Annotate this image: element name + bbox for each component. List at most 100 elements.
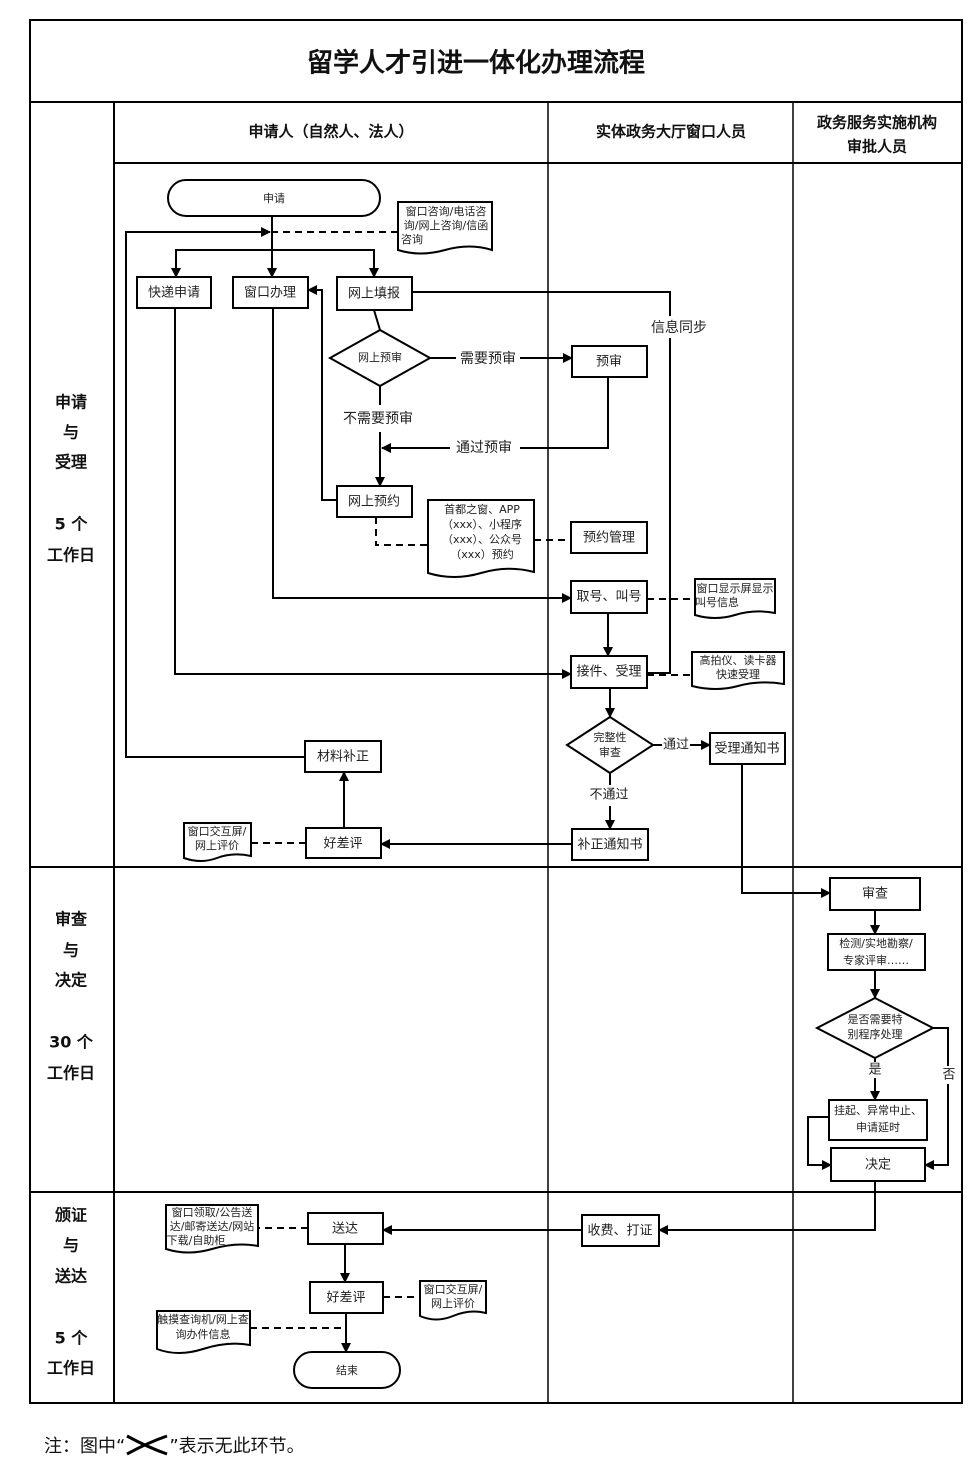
node-review: 审查 [829, 877, 921, 911]
svg-text:网上评价: 网上评价 [431, 1297, 475, 1310]
svg-text:叫号信息: 叫号信息 [695, 595, 739, 609]
svg-text:检测/实地勘察/: 检测/实地勘察/ [839, 936, 913, 950]
svg-text:网上预约: 网上预约 [348, 495, 400, 510]
svg-text:首都之窗、APP: 首都之窗、APP [444, 502, 520, 516]
node-deliver: 送达 [307, 1212, 384, 1245]
svg-text:送达: 送达 [54, 1267, 87, 1286]
svg-text:窗口办理: 窗口办理 [244, 285, 296, 301]
doc-scanner: 高拍仪、读卡器 快速受理 [691, 651, 785, 690]
svg-text:受理: 受理 [55, 453, 87, 472]
svg-text:窗口交互屏/: 窗口交互屏/ [188, 824, 247, 838]
node-end: 结束 [293, 1351, 401, 1389]
doc-display-screen: 窗口显示屏显示 叫号信息 [694, 578, 776, 619]
footnote-suffix: ”表示无此环节。 [169, 1436, 305, 1457]
node-correction-notice: 补正通知书 [571, 828, 649, 861]
footnote-prefix: 注：图中“ [44, 1436, 126, 1457]
svg-text:补正通知书: 补正通知书 [577, 837, 642, 853]
cross-icon [126, 1434, 168, 1456]
svg-text:工作日: 工作日 [47, 546, 95, 565]
svg-text:挂起、异常中止、: 挂起、异常中止、 [834, 1103, 922, 1117]
svg-text:30 个: 30 个 [49, 1033, 94, 1052]
svg-text:完整性: 完整性 [594, 730, 627, 744]
label-yes: 是 [868, 1063, 881, 1078]
svg-text:询/网上咨询/信函: 询/网上咨询/信函 [404, 218, 488, 232]
label-fail: 不通过 [589, 788, 628, 803]
node-suspend: 挂起、异常中止、 申请延时 [828, 1099, 928, 1141]
svg-text:窗口领取/公告送: 窗口领取/公告送 [172, 1205, 253, 1219]
node-fee: 收费、打证 [581, 1214, 660, 1247]
svg-text:与: 与 [63, 423, 79, 442]
svg-text:5 个: 5 个 [55, 1329, 89, 1348]
doc-consult: 窗口咨询/电话咨 询/网上咨询/信函 咨询 [397, 201, 493, 255]
svg-text:高拍仪、读卡器: 高拍仪、读卡器 [700, 653, 777, 667]
phase-label-apply: 申请 与 受理 5 个 工作日 [47, 393, 95, 565]
node-precheck: 预审 [571, 345, 648, 378]
node-material-fix: 材料补正 [304, 740, 382, 773]
label-need-precheck: 需要预审 [460, 351, 516, 367]
svg-text:窗口咨询/电话咨: 窗口咨询/电话咨 [406, 204, 487, 218]
svg-text:快速受理: 快速受理 [716, 668, 760, 681]
svg-text:网上预审: 网上预审 [358, 350, 402, 364]
lane-header-window-staff: 实体政务大厅窗口人员 [596, 123, 746, 141]
svg-text:专家评审……: 专家评审…… [843, 953, 909, 967]
svg-text:审查: 审查 [55, 910, 87, 929]
decision-completeness: 完整性 审查 [565, 715, 655, 775]
svg-text:结束: 结束 [336, 1364, 358, 1377]
node-apply: 申请 [167, 179, 381, 217]
node-rating-1: 好差评 [305, 827, 382, 859]
svg-text:受理通知书: 受理通知书 [714, 741, 779, 757]
svg-text:工作日: 工作日 [47, 1359, 95, 1378]
svg-text:送达: 送达 [332, 1222, 358, 1237]
label-no: 否 [942, 1068, 955, 1083]
label-no-precheck: 不需要预审 [343, 411, 413, 427]
svg-text:别程序处理: 别程序处理 [848, 1027, 903, 1041]
svg-text:申请: 申请 [55, 393, 87, 412]
doc-delivery-methods: 窗口领取/公告送 达/邮寄送达/网站 下载/自助柜 [165, 1204, 259, 1254]
node-booking-mgmt: 预约管理 [570, 521, 648, 554]
svg-text:颁证: 颁证 [55, 1206, 87, 1225]
svg-text:决定: 决定 [865, 1158, 891, 1173]
svg-text:收费、打证: 收费、打证 [587, 1224, 652, 1239]
svg-text:与: 与 [63, 1236, 79, 1255]
phase-label-review: 审查 与 决定 30 个 工作日 [47, 910, 95, 1083]
svg-text:快递申请: 快递申请 [148, 286, 200, 301]
label-info-sync: 信息同步 [651, 319, 707, 336]
svg-text:预审: 预审 [596, 355, 622, 370]
svg-text:材料补正: 材料补正 [317, 750, 369, 765]
svg-text:接件、受理: 接件、受理 [576, 664, 641, 680]
svg-text:触摸查询机/网上查: 触摸查询机/网上查 [157, 1312, 249, 1326]
svg-text:网上评价: 网上评价 [195, 839, 239, 852]
svg-text:（xxx）、公众号: （xxx）、公众号 [442, 533, 522, 546]
svg-text:（xxx）、小程序: （xxx）、小程序 [442, 517, 522, 531]
node-take-number: 取号、叫号 [570, 580, 648, 614]
svg-text:5 个: 5 个 [55, 515, 89, 534]
doc-rating-screen-2: 窗口交互屏/ 网上评价 [419, 1280, 487, 1321]
label-pass: 通过 [663, 738, 689, 753]
svg-text:好差评: 好差评 [323, 837, 362, 852]
svg-text:与: 与 [63, 941, 79, 960]
svg-text:下载/自助柜: 下载/自助柜 [167, 1233, 226, 1247]
node-online-fill: 网上填报 [336, 276, 413, 311]
doc-rating-screen-1: 窗口交互屏/ 网上评价 [183, 822, 252, 862]
label-pass-precheck: 通过预审 [456, 440, 512, 456]
doc-query: 触摸查询机/网上查 询办件信息 [156, 1310, 251, 1354]
svg-text:预约管理: 预约管理 [583, 531, 635, 546]
svg-text:好差评: 好差评 [326, 1291, 365, 1306]
doc-booking-channels: 首都之窗、APP （xxx）、小程序 （xxx）、公众号 （xxx）预约 [427, 499, 535, 578]
svg-text:达/邮寄送达/网站: 达/邮寄送达/网站 [170, 1219, 254, 1233]
decision-online-precheck: 网上预审 [327, 328, 433, 388]
svg-text:窗口显示屏显示: 窗口显示屏显示 [697, 581, 774, 595]
node-decide: 决定 [830, 1147, 926, 1182]
node-accept-notice: 受理通知书 [709, 732, 786, 765]
svg-text:申请延时: 申请延时 [856, 1121, 900, 1134]
svg-text:审查: 审查 [599, 745, 621, 759]
node-inspect: 检测/实地勘察/ 专家评审…… [827, 933, 926, 971]
svg-text:网上填报: 网上填报 [348, 287, 400, 302]
svg-text:申请: 申请 [263, 192, 285, 205]
node-express: 快递申请 [136, 276, 212, 309]
svg-text:咨询: 咨询 [401, 232, 423, 246]
svg-text:是否需要特: 是否需要特 [848, 1012, 903, 1026]
svg-text:（xxx）预约: （xxx）预约 [450, 548, 514, 561]
svg-text:询办件信息: 询办件信息 [176, 1327, 231, 1341]
